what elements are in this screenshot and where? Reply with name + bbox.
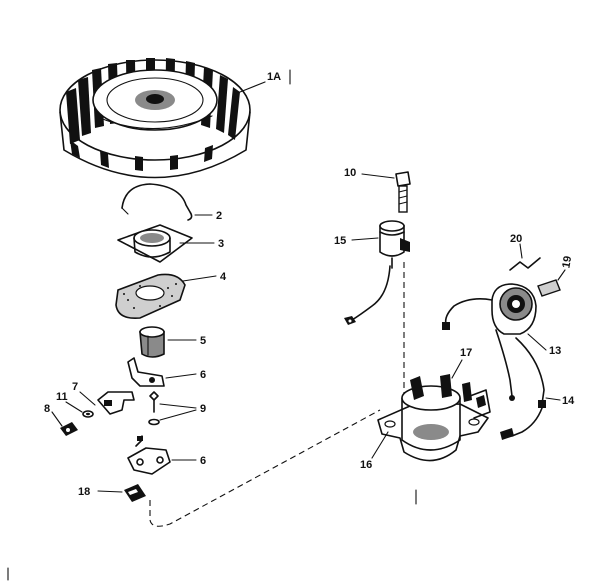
label-6-upper: 6 bbox=[200, 369, 206, 381]
magneto-bracket-icon bbox=[377, 374, 491, 462]
bracket-icon bbox=[97, 391, 135, 415]
flywheel-icon bbox=[59, 58, 251, 179]
label-18: 18 bbox=[78, 486, 90, 498]
mounting-plate-icon bbox=[127, 435, 171, 475]
condenser-icon bbox=[344, 220, 410, 325]
screw-icon bbox=[60, 422, 78, 436]
lead-wire-icon bbox=[500, 337, 546, 440]
lead-wire-path bbox=[149, 409, 381, 527]
label-9: 9 bbox=[200, 403, 206, 415]
label-4: 4 bbox=[220, 271, 227, 283]
label-13: 13 bbox=[549, 345, 561, 357]
leader-line bbox=[239, 81, 266, 93]
label-5: 5 bbox=[200, 335, 206, 347]
label-2: 2 bbox=[216, 210, 222, 222]
retainer-clip-icon bbox=[537, 279, 561, 297]
bushing-icon bbox=[139, 326, 165, 358]
washer-icon bbox=[82, 410, 94, 418]
spring-wire-icon bbox=[509, 257, 541, 271]
label-10: 10 bbox=[344, 167, 356, 179]
label-16: 16 bbox=[360, 459, 372, 471]
screws-icon bbox=[148, 391, 160, 426]
bolt-icon bbox=[395, 171, 411, 213]
label-8: 8 bbox=[44, 403, 50, 415]
breaker-arm-icon bbox=[127, 357, 165, 387]
label-14: 14 bbox=[562, 395, 575, 407]
label-3: 3 bbox=[218, 238, 224, 250]
label-17: 17 bbox=[460, 347, 472, 359]
label-11: 11 bbox=[56, 391, 68, 403]
hub-key-icon bbox=[117, 224, 193, 263]
spring-clip-icon bbox=[121, 183, 193, 221]
label-15: 15 bbox=[334, 235, 346, 247]
label-6-lower: 6 bbox=[200, 455, 206, 467]
label-7: 7 bbox=[72, 381, 78, 393]
label-1a: 1A bbox=[267, 71, 281, 83]
label-19: 19 bbox=[560, 255, 574, 269]
coil-icon bbox=[442, 283, 537, 401]
label-20: 20 bbox=[510, 233, 522, 245]
cam-wick-icon bbox=[124, 484, 146, 502]
gasket-icon bbox=[115, 273, 186, 320]
